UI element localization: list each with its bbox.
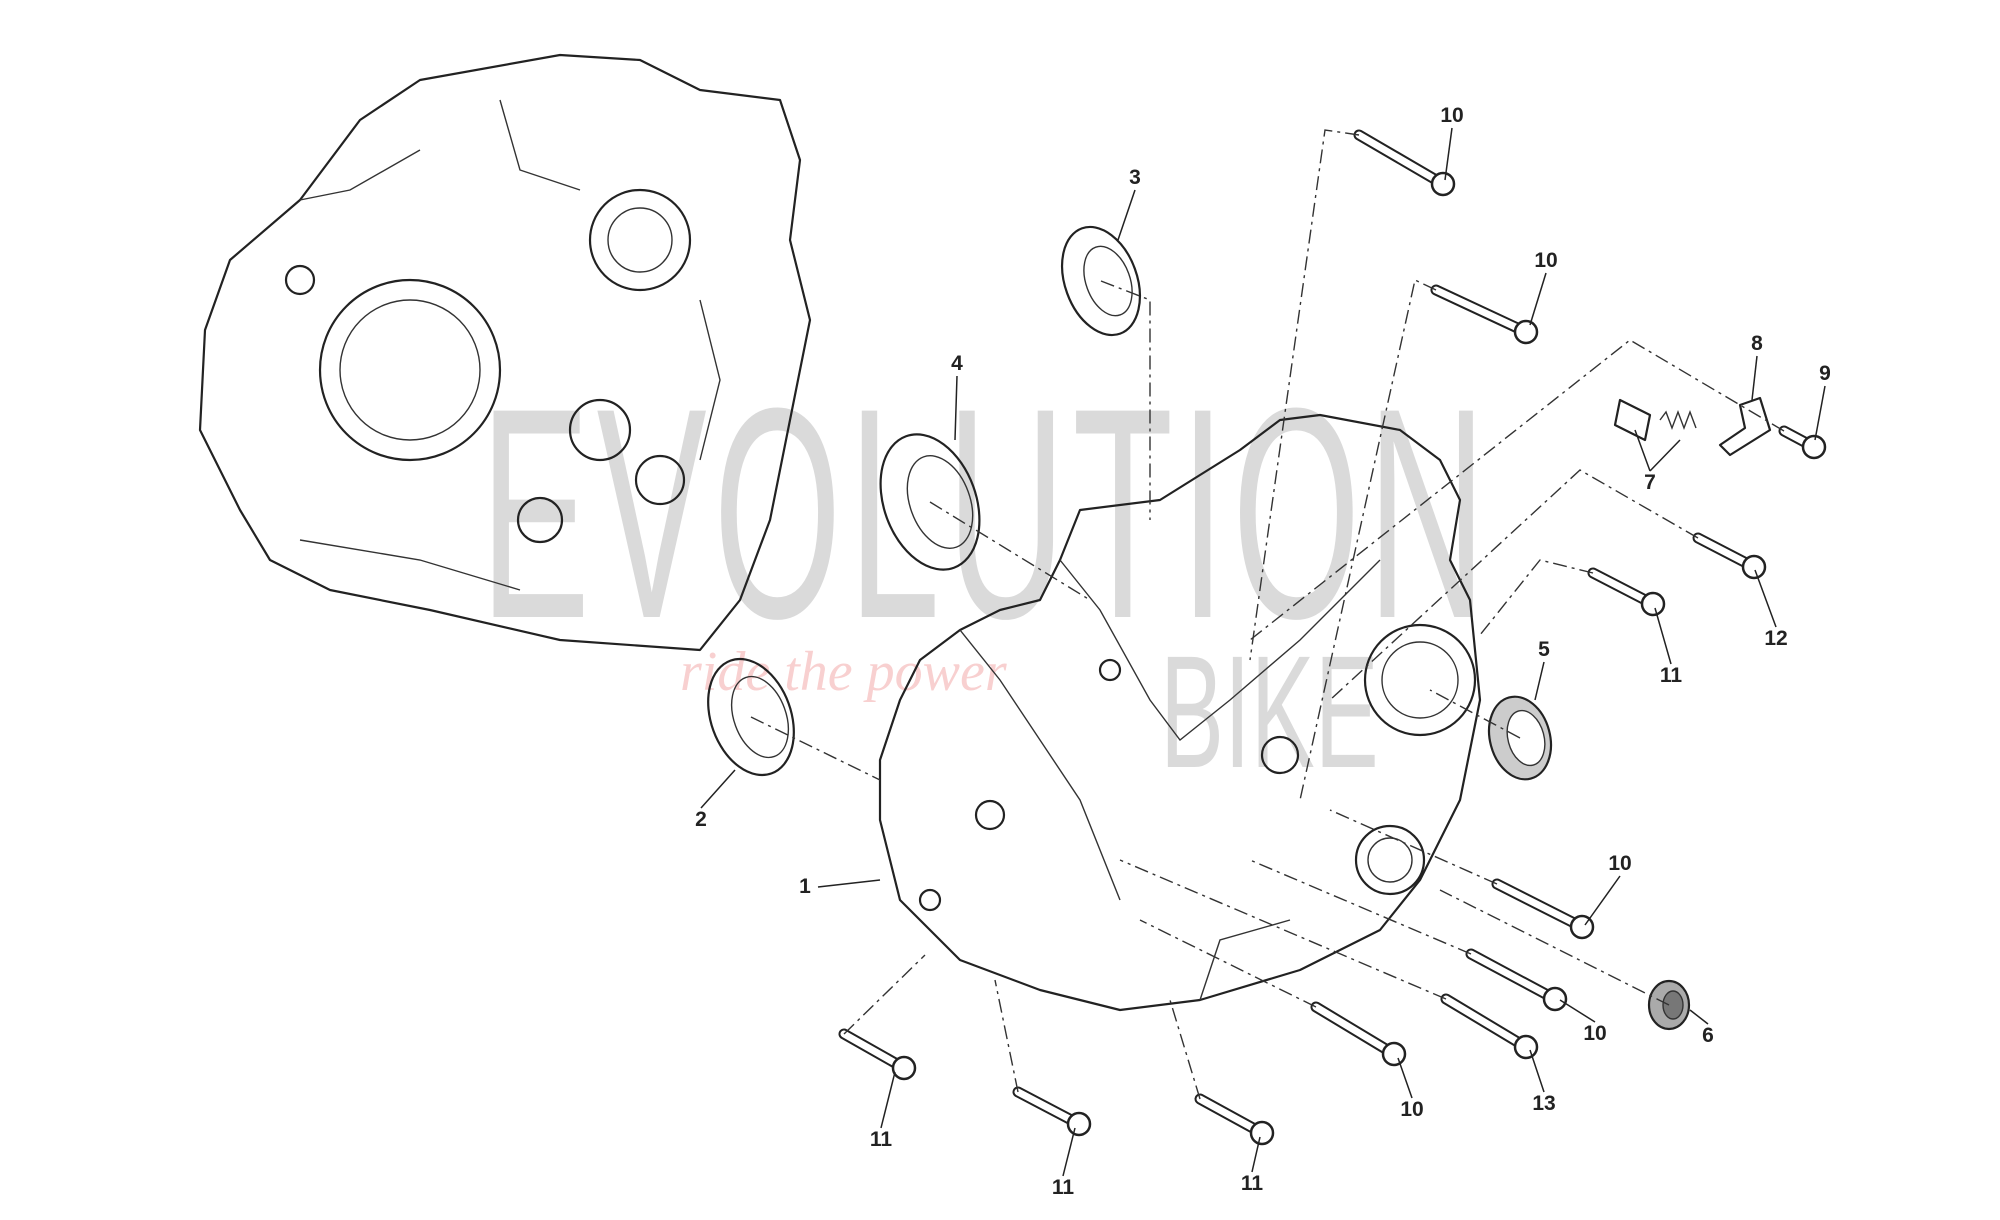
callout-10d: 10 [1583, 1022, 1607, 1045]
bearing-2 [707, 657, 795, 777]
callout-10a: 10 [1440, 104, 1464, 127]
callout-6: 6 [1702, 1024, 1714, 1047]
callout-11a: 11 [1659, 664, 1683, 687]
callout-8: 8 [1751, 332, 1763, 355]
assembly-lines [750, 129, 1785, 1100]
watermark-brand: EVOLUTION [480, 345, 1493, 681]
bolt [1778, 425, 1827, 460]
bolt [1491, 878, 1595, 940]
oil-seal-5 [1487, 695, 1553, 781]
watermark-tagline: ride the power [680, 641, 1007, 703]
callout-10b: 10 [1534, 249, 1558, 272]
bolt [1012, 1086, 1092, 1137]
callout-5: 5 [1538, 638, 1550, 661]
callout-12: 12 [1764, 627, 1788, 650]
bolt [1440, 993, 1539, 1060]
parts-7-8 [1613, 396, 1772, 457]
callout-11d: 11 [1240, 1172, 1264, 1195]
bolt [1430, 284, 1539, 345]
bolt [1353, 129, 1456, 197]
bolt [838, 1028, 917, 1081]
bearing-3 [1061, 225, 1141, 337]
callout-10e: 10 [1400, 1098, 1424, 1121]
callout-11c: 11 [1051, 1176, 1075, 1199]
bolt [1310, 1001, 1407, 1067]
callout-9: 9 [1819, 362, 1831, 385]
bearing-4 [879, 433, 981, 571]
right-crankcase-half [878, 413, 1482, 1012]
left-crankcase-half [198, 53, 812, 652]
bolt [1465, 948, 1568, 1012]
callout-7: 7 [1644, 471, 1656, 494]
watermark-brand-2: BIKE [1160, 622, 1379, 801]
callout-10c: 10 [1608, 852, 1632, 875]
bolt [1587, 567, 1666, 617]
callout-1: 1 [799, 875, 811, 898]
bolts [838, 129, 1827, 1146]
callout-2: 2 [695, 808, 707, 831]
bolt [1692, 532, 1767, 580]
callout-11b: 11 [869, 1128, 893, 1151]
callout-4: 4 [951, 352, 963, 375]
callout-3: 3 [1129, 166, 1141, 189]
callout-13: 13 [1532, 1092, 1556, 1115]
bolt [1194, 1093, 1275, 1146]
leader-lines [700, 127, 1826, 1177]
